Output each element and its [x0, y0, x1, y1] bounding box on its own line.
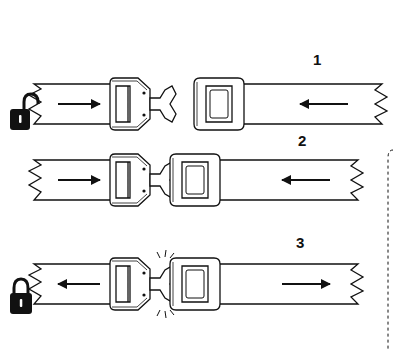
buckle-open: [29, 78, 387, 130]
unlock-icon: [10, 94, 38, 130]
callout-number: 3: [296, 235, 304, 250]
dashed-border: [388, 150, 393, 350]
buckle-joining: [29, 154, 363, 206]
callout-number: 2: [298, 133, 306, 148]
lock-icon: [10, 279, 32, 314]
callout-number: 1: [313, 52, 321, 67]
buckle-locked: [29, 250, 363, 318]
